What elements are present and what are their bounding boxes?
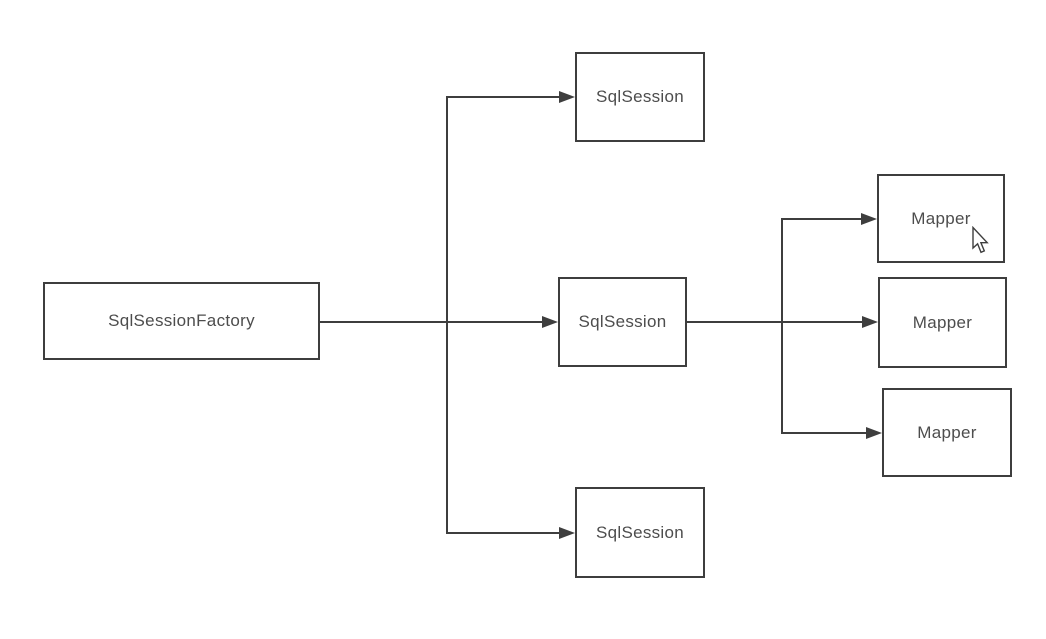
mouse-cursor-icon	[972, 226, 989, 254]
node-label-sqlsession-middle: SqlSession	[578, 312, 667, 331]
edge-factory-to-session-top	[446, 96, 561, 322]
arrowhead-mapper-bottom	[866, 427, 882, 439]
node-label-sqlsession-top: SqlSession	[595, 87, 685, 106]
node-label-mapper-middle: Mapper	[912, 312, 973, 332]
arrowhead-session-middle	[542, 316, 558, 328]
arrowhead-mapper-top	[861, 213, 877, 225]
node-sqlsessionfactory: SqlSessionFactory	[43, 282, 320, 360]
arrowhead-session-top	[559, 91, 575, 103]
edge-factory-to-session-bottom	[446, 322, 561, 534]
node-sqlsession-top: SqlSession	[575, 52, 705, 142]
node-label-mapper-bottom: Mapper	[917, 422, 977, 442]
node-sqlsession-middle: SqlSession	[558, 277, 687, 367]
node-mapper-bottom: Mapper	[882, 388, 1012, 477]
edge-session-to-mapper-bottom	[781, 322, 868, 434]
node-label-mapper-top: Mapper	[911, 208, 971, 228]
node-mapper-middle: Mapper	[878, 277, 1007, 368]
edge-session-to-mapper-top	[781, 218, 863, 322]
node-sqlsession-bottom: SqlSession	[575, 487, 705, 578]
node-label-sqlsessionfactory: SqlSessionFactory	[108, 311, 255, 330]
arrowhead-session-bottom	[559, 527, 575, 539]
node-label-sqlsession-bottom: SqlSession	[595, 522, 685, 542]
arrowhead-mapper-middle	[862, 316, 878, 328]
